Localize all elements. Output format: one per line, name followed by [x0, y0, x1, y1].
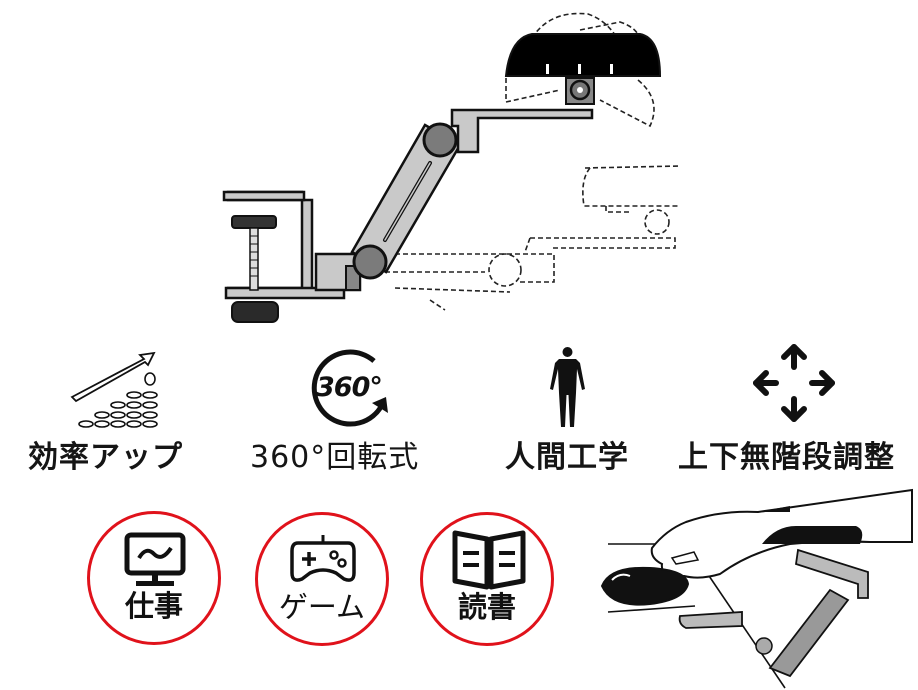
lower-arm [350, 122, 462, 280]
ghost-positions [385, 12, 680, 311]
armrest-product-illustration [222, 12, 680, 323]
use-case-label-reading: 読書 [457, 590, 516, 624]
feature-efficiency [40, 345, 180, 475]
armrest-pad [504, 33, 662, 77]
clamp [222, 190, 362, 323]
rotate-360-icon [311, 349, 388, 427]
usage-illustration [600, 488, 913, 689]
use-case-game: ゲーム [255, 512, 389, 646]
rotate-360-icon-text: 360° [316, 372, 383, 403]
coin-growth-chart-icon [70, 351, 158, 428]
feature-label-rotation: 360°回転式 [250, 440, 420, 475]
four-way-arrows-icon [753, 344, 835, 422]
use-case-work: 仕事 [87, 511, 221, 645]
feature-ergonomics [545, 345, 590, 430]
feature-adjustment [752, 343, 837, 423]
feature-label-efficiency: 効率アップ [28, 440, 183, 475]
feature-label-ergonomics: 人間工学 [505, 440, 629, 475]
use-case-label-work: 仕事 [124, 589, 183, 623]
open-book-icon [452, 530, 526, 590]
feature-rotation: 360° [300, 345, 400, 430]
use-case-reading: 読書 [420, 512, 554, 646]
use-case-label-game: ゲーム [278, 590, 366, 624]
upper-arm [450, 77, 595, 154]
gamepad-icon [290, 535, 356, 582]
human-body-icon [550, 347, 585, 427]
feature-label-adjustment: 上下無階段調整 [678, 440, 895, 475]
monitor-chart-icon [124, 532, 186, 586]
